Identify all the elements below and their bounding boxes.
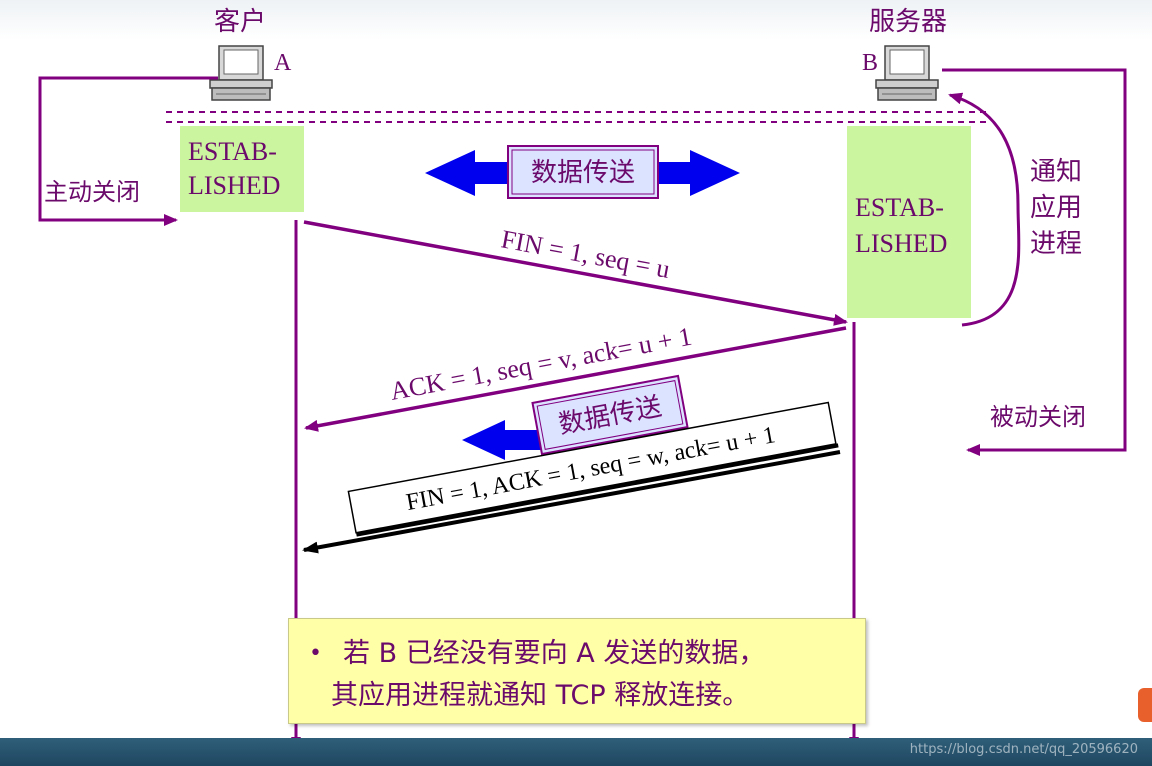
notify-app-arrow (948, 92, 1021, 327)
active-close-arrow (38, 76, 218, 226)
passive-close-label: 被动关闭 (990, 403, 1086, 431)
connection-dashed-lines (166, 111, 988, 123)
computer-icon-server (875, 45, 939, 101)
passive-close-arrow (942, 68, 1127, 456)
note-line-1: 若 B 已经没有要向 A 发送的数据， (343, 638, 766, 669)
side-logo-icon (1138, 688, 1152, 722)
fin2-box (347, 401, 839, 537)
data-transfer-top-label: 数据传送 (531, 158, 635, 188)
server-title: 服务器 (869, 7, 947, 37)
fin2-arrow (302, 450, 841, 554)
note-line-2: 其应用进程就通知 TCP 释放连接。 (331, 680, 750, 711)
notify-app-label-2: 应用 (1030, 193, 1082, 223)
data-transfer-mid-arrow (462, 374, 689, 460)
client-state-line1: ESTAB- (188, 137, 277, 166)
data-transfer-top-arrow (425, 145, 740, 199)
notify-app-label-3: 进程 (1030, 229, 1082, 259)
ack1-arrow (304, 326, 847, 432)
notify-app-label-1: 通知 (1030, 157, 1082, 187)
server-letter: B (862, 50, 878, 76)
explanation-note: • 若 B 已经没有要向 A 发送的数据， 其应用进程就通知 TCP 释放连接。 (288, 618, 866, 724)
server-state-line1: ESTAB- (855, 193, 944, 222)
fin1-arrow (303, 220, 848, 326)
active-close-label: 主动关闭 (44, 178, 140, 206)
client-letter: A (274, 50, 292, 76)
client-state-box (180, 126, 304, 212)
bottom-bar (0, 738, 1152, 766)
watermark-text: https://blog.csdn.net/qq_20596620 (909, 742, 1138, 757)
server-state-box (847, 126, 971, 318)
server-state-line2: LISHED (855, 229, 947, 258)
note-bullet: • (309, 641, 322, 666)
client-title: 客户 (214, 7, 266, 37)
computer-icon-client (209, 45, 273, 101)
client-state-line2: LISHED (188, 171, 280, 200)
